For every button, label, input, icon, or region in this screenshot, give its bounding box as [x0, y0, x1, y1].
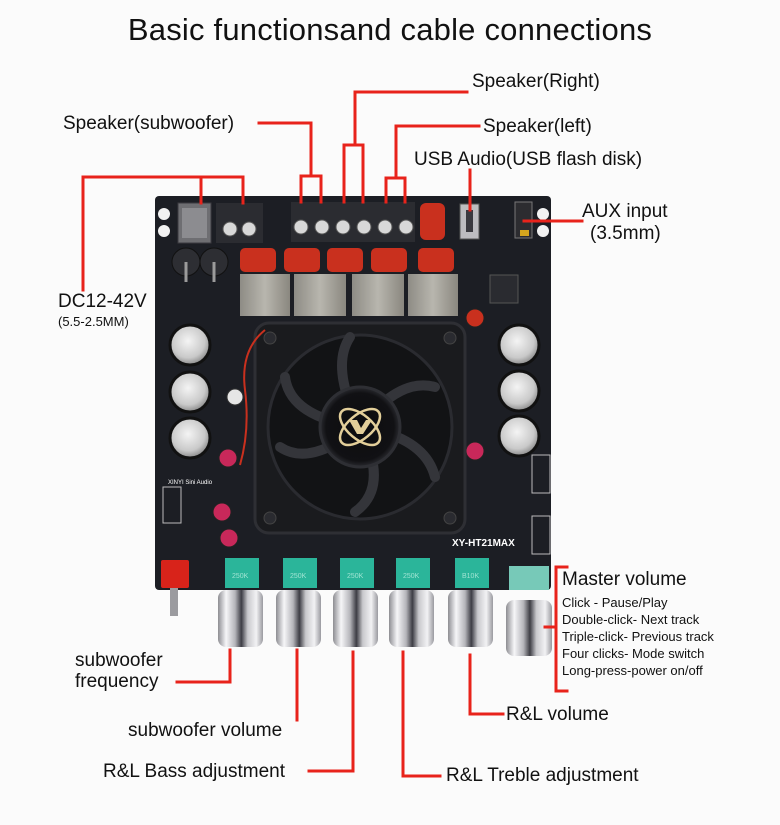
callout-line-rl-volume: [468, 653, 505, 716]
label-subwoofer-frequency: subwoofer frequency: [75, 650, 163, 692]
label-rl-bass: R&L Bass adjustment: [103, 761, 285, 782]
master-function-item: Four clicks- Mode switch: [562, 646, 705, 661]
label-speaker-subwoofer: Speaker(subwoofer): [63, 113, 235, 134]
label-subwoofer-frequency-line2: frequency: [75, 671, 159, 692]
label-rl-treble: R&L Treble adjustment: [446, 765, 639, 786]
pot-rl-treble: [389, 558, 434, 647]
subwoofer-terminal: [216, 203, 263, 243]
pot-rl-bass: [333, 558, 378, 647]
label-subwoofer-frequency-line1: subwoofer: [75, 650, 163, 671]
label-speaker-left: Speaker(left): [483, 116, 592, 137]
callout-line-speaker-left: [384, 124, 481, 204]
callout-line-dc: [81, 175, 245, 292]
pot-value: 250K: [347, 573, 364, 580]
label-dc-jack: (5.5-2.5MM): [58, 314, 129, 329]
callout-bracket-master: [543, 565, 569, 693]
brand-logo: [338, 407, 382, 447]
toggle-switch: [161, 560, 189, 588]
label-speaker-right: Speaker(Right): [472, 71, 600, 92]
callout-line-subwoofer-frequency: [175, 648, 232, 684]
callout-line-subwoofer-speaker: [257, 121, 323, 204]
pot-subwoofer-frequency: [218, 558, 263, 647]
callout-line-rl-treble: [401, 650, 442, 778]
label-aux-input: AUX input: [582, 201, 668, 222]
pot-subwoofer-volume: [276, 558, 321, 647]
pot-master-volume: [506, 566, 552, 656]
master-function-item: Triple-click- Previous track: [562, 629, 714, 644]
master-volume-functions: Click - Pause/Play Double-click- Next tr…: [562, 594, 714, 679]
master-function-item: Double-click- Next track: [562, 612, 700, 627]
pot-value: 250K: [232, 573, 249, 580]
master-function-item: Click - Pause/Play: [562, 595, 668, 610]
label-subwoofer-volume: subwoofer volume: [128, 720, 283, 741]
callout-line-rl-bass: [307, 650, 355, 773]
label-dc-power: DC12-42V: [58, 291, 147, 312]
pot-value: 250K: [290, 573, 307, 580]
page-title: Basic functionsand cable connections: [127, 12, 653, 47]
board-brand: XINYI Sini Audio: [168, 480, 213, 486]
master-function-item: Long-press-power on/off: [562, 663, 703, 678]
callout-line-speaker-right: [342, 90, 469, 204]
pot-value: 250K: [403, 573, 420, 580]
board-model: XY-HT21MAX: [452, 538, 515, 549]
pot-rl-volume: [448, 558, 493, 647]
label-master-volume: Master volume: [562, 569, 687, 590]
label-usb-audio: USB Audio(USB flash disk): [414, 149, 643, 170]
pot-value: B10K: [462, 573, 479, 580]
label-rl-volume: R&L volume: [506, 704, 609, 725]
label-aux-size: (3.5mm): [590, 223, 661, 244]
speaker-terminal: [291, 202, 415, 242]
